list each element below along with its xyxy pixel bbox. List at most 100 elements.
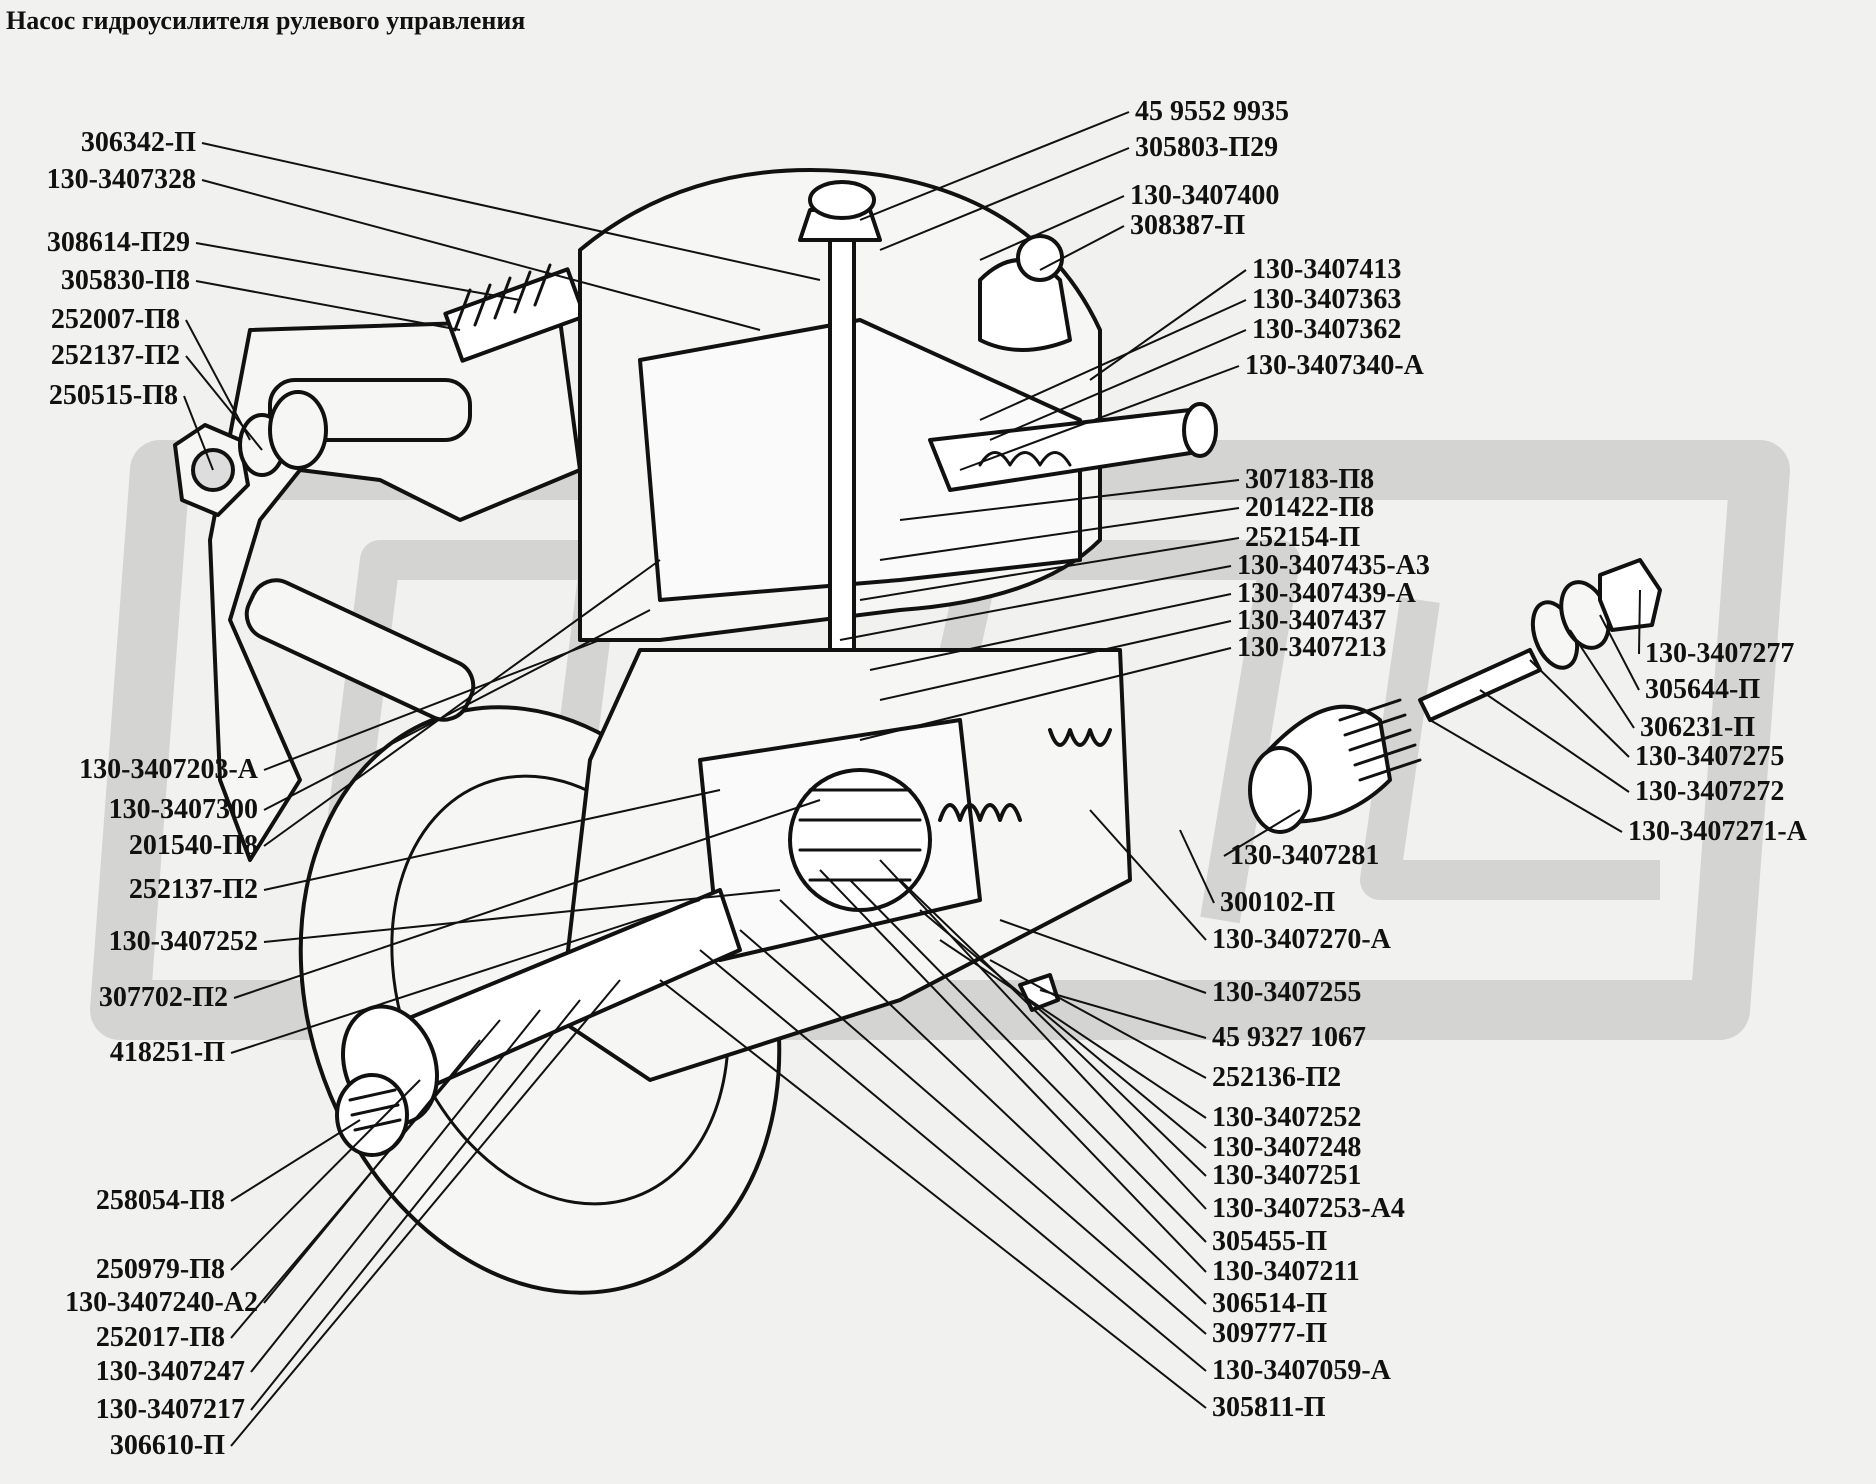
callout-label: 300102-П [1220,887,1336,918]
callout-label: 130-3407328 [46,164,196,195]
callout-label: 258054-П8 [95,1185,225,1216]
callout-label: 252017-П8 [95,1322,225,1353]
leader-line [263,889,781,943]
spring-valve [1048,728,1112,747]
leader-line [201,142,821,281]
leader-line [250,1009,541,1373]
leader-line [879,507,1240,561]
leader-line [879,147,1130,251]
callout-label: 130-3407437 [1237,605,1387,636]
leader-line [899,479,1240,521]
callout-label: 130-3407435-А3 [1237,550,1430,581]
callout-label: 130-3407271-А [1628,816,1807,847]
callout-label: 130-3407217 [95,1394,245,1425]
leader-line [899,879,1207,1177]
callout-label: 130-3407255 [1212,977,1362,1008]
leader-line [1429,719,1623,833]
leader-line [195,242,521,301]
leader-line [859,537,1240,601]
callout-label: 130-3407363 [1252,284,1402,315]
callout-label: 130-3407248 [1212,1132,1362,1163]
leader-line [659,979,1207,1409]
callout-label: 130-3407203-А [79,754,258,785]
center-rod [828,208,856,662]
leader-line [263,639,601,771]
leader-lines [183,111,1641,1447]
callout-label: 250515-П8 [48,380,178,411]
leader-line [919,909,1207,1149]
callout-label: 130-3407362 [1252,314,1402,345]
leader-line [183,395,214,471]
leader-line [879,620,1232,701]
leader-line [989,329,1247,441]
leader-line [1569,629,1635,729]
callout-label: 252154-П [1245,522,1361,553]
callout-label: 305830-П8 [60,265,190,296]
leader-line [230,1119,361,1202]
callout-label: 130-3407251 [1212,1160,1362,1191]
callout-label: 201540-П8 [128,830,258,861]
leader-line [1479,689,1630,793]
callout-label: 418251-П [109,1037,225,1068]
leader-line [230,1019,501,1339]
callout-label: 252137-П2 [50,340,180,371]
leader-line [1039,989,1207,1039]
leader-line [201,179,761,331]
leader-line [959,365,1240,471]
callout-label: 252136-П2 [1212,1062,1342,1093]
callout-label: 130-3407272 [1635,776,1785,807]
callout-label: 305811-П [1212,1392,1326,1423]
leader-line [1599,614,1640,691]
callout-label: 130-3407252 [1212,1102,1362,1133]
leader-line [989,959,1207,1079]
callout-label: 305455-П [1212,1226,1328,1257]
plug-right [1598,558,1662,632]
leader-line [779,899,1207,1305]
callout-label: 130-3407400 [1130,180,1280,211]
callout-label: 305644-П [1645,674,1761,705]
leader-line [1039,225,1125,271]
callout-label: 201422-П8 [1245,492,1375,523]
leader-line [699,949,1207,1372]
callout-label: 307702-П2 [98,982,228,1013]
callout-label: 130-3407253-А4 [1212,1193,1405,1224]
callout-label: 130-3407211 [1212,1256,1360,1287]
leader-line [185,355,263,451]
leader-line [263,789,721,891]
leader-line [879,859,1207,1210]
leader-line [263,559,661,847]
callout-label: 130-3407277 [1645,638,1795,669]
diagram-title: Насос гидроусилителя рулевого управления [6,6,526,35]
leader-line [263,609,651,811]
leader-line [859,111,1130,221]
callout-label: 130-3407300 [108,794,258,825]
callout-label: 130-3407439-А [1237,578,1416,609]
leader-line [979,195,1125,261]
callout-label: 130-3407413 [1252,254,1402,285]
leader-line [839,565,1232,641]
leader-line [859,647,1232,741]
callout-label: 305803-П29 [1135,132,1279,163]
leader-line [185,319,251,441]
leader-line [1089,269,1247,381]
leader-line [1638,589,1641,655]
callout-label: 45 9327 1067 [1212,1022,1366,1053]
leader-line [939,939,1207,1119]
leader-line [1529,659,1630,758]
callout-label: 306342-П [80,127,196,158]
leader-line [979,299,1247,421]
callout-label: 130-3407213 [1237,632,1387,663]
callout-label: 130-3407275 [1635,741,1785,772]
leader-line [250,999,581,1411]
callout-label: 130-3407252 [108,926,258,957]
leader-line [1089,809,1207,941]
callout-label: 130-3407059-А [1212,1355,1391,1386]
callout-label: 309777-П [1212,1318,1328,1349]
leader-line [233,799,821,999]
callout-label: 308387-П [1130,210,1246,241]
leader-line [195,280,461,331]
callout-label: 306610-П [109,1430,225,1461]
leader-line [230,1079,421,1271]
callout-label: 130-3407247 [95,1356,245,1387]
